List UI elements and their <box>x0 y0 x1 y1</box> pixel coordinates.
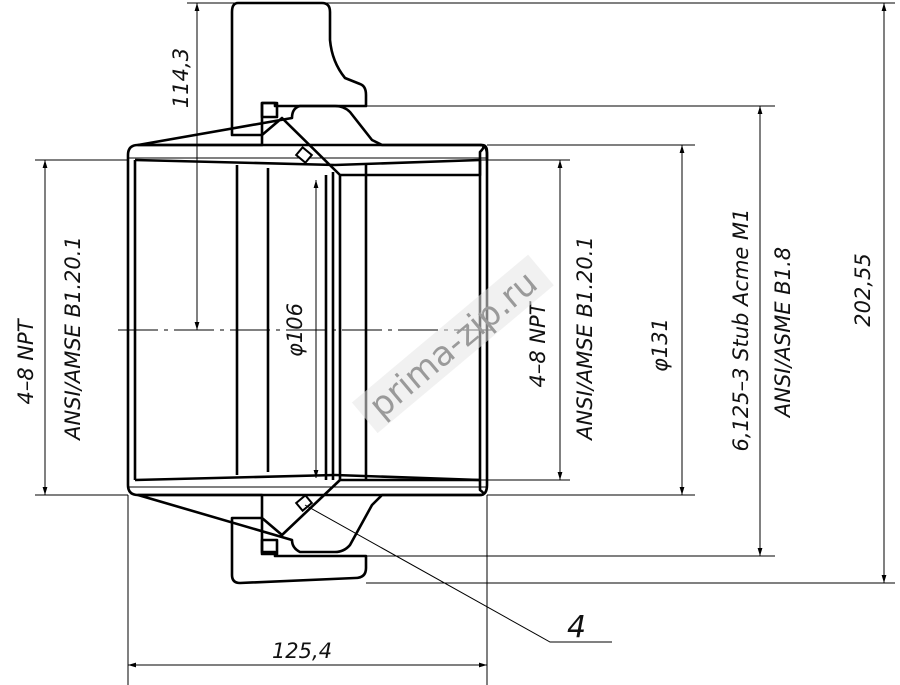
watermark: prima-zip.ru <box>351 254 554 434</box>
internal-edges <box>235 165 368 480</box>
bore-top-right <box>334 158 481 167</box>
callout-number: 4 <box>567 610 586 645</box>
acme-thread-size: 6,125–3 Stub Acme M1 <box>729 209 753 452</box>
bore-top-left <box>134 158 336 167</box>
dim-202-label: 202,55 <box>851 253 875 326</box>
retaining-ring-bottom <box>260 538 279 556</box>
acme-thread-standard: ANSI/ASME B1.8 <box>771 247 795 419</box>
seal-ring-top <box>294 145 314 165</box>
right-thread-size: 4–8 NPT <box>526 300 550 387</box>
seal-ring-bottom <box>294 493 314 513</box>
right-thread-standard: ANSI/AMSE B1.20.1 <box>573 236 597 442</box>
bore-bottom-left <box>134 473 336 482</box>
extension-lines <box>35 2 895 685</box>
retaining-ring-top <box>260 101 279 119</box>
dim-114-label: 114,3 <box>169 48 193 108</box>
body-wall-bottom <box>136 478 485 554</box>
callout-leader <box>304 504 612 643</box>
coupling-nut-top <box>230 1 368 137</box>
body-wall-top <box>136 104 485 177</box>
left-thread-size: 4–8 NPT <box>14 317 38 404</box>
dim-131-label: φ131 <box>648 318 672 372</box>
tube-outline <box>126 143 489 497</box>
dim-106-label: φ106 <box>283 303 307 357</box>
bore-bottom-right <box>334 473 481 482</box>
svg-text:prima-zip.ru: prima-zip.ru <box>362 263 546 426</box>
dim-125-label: 125,4 <box>272 639 332 663</box>
left-thread-standard: ANSI/AMSE B1.20.1 <box>61 236 85 442</box>
